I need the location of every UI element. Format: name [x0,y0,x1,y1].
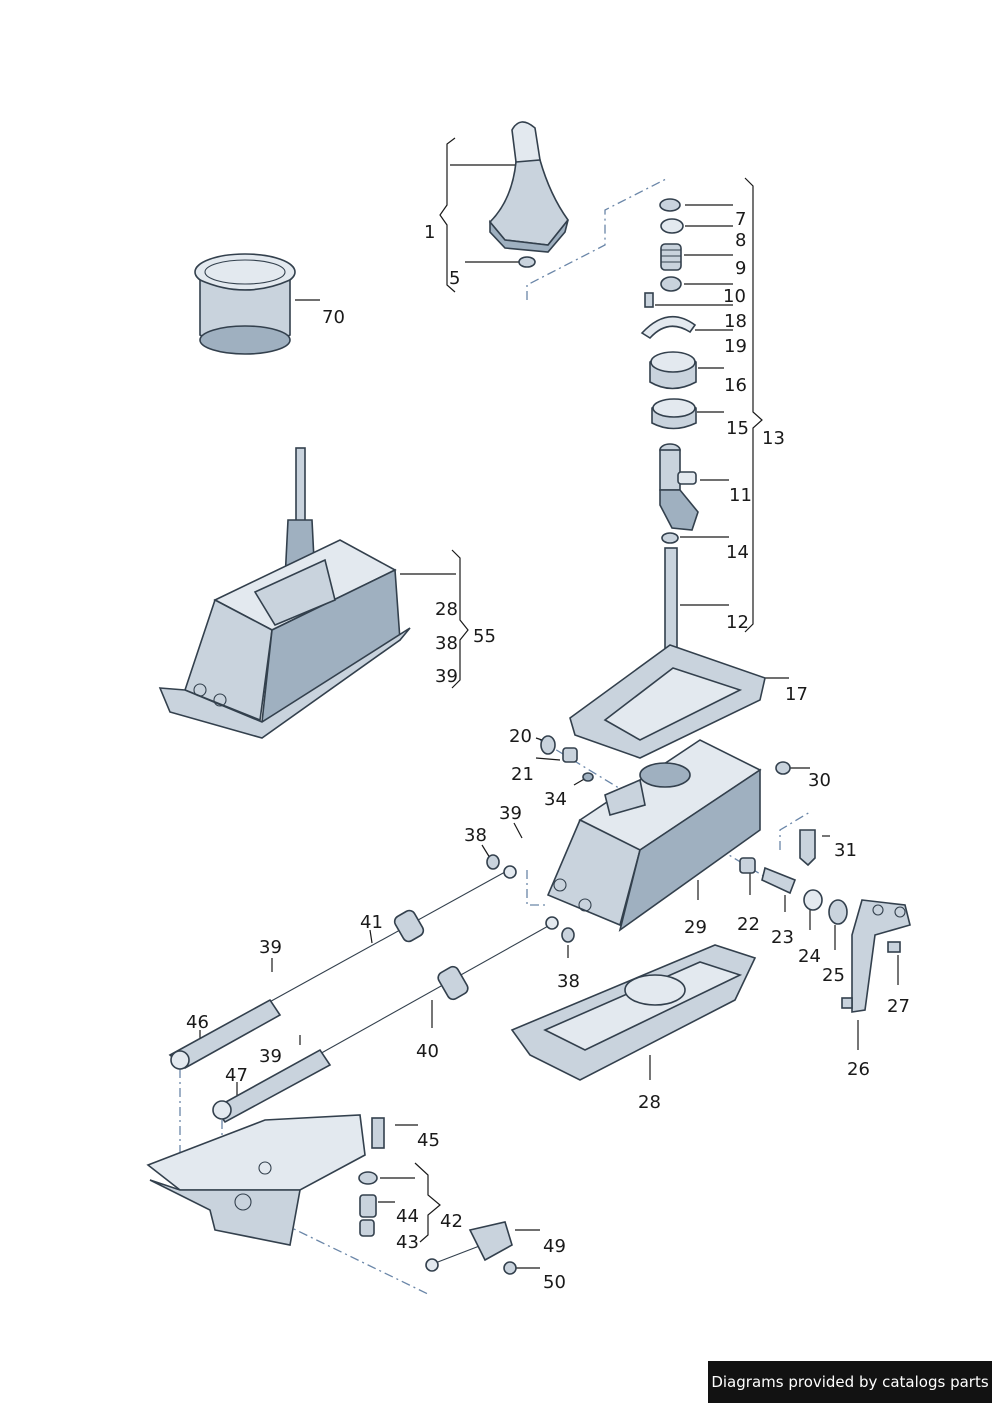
label-55: 55 [473,626,496,647]
label-23: 23 [771,927,794,948]
label-39-left: 39 [259,937,282,958]
parts-7-10-small [644,198,684,308]
label-12: 12 [726,612,749,633]
parts-22-27-lever [739,857,911,1013]
label-29: 29 [684,917,707,938]
label-16: 16 [724,375,747,396]
callout-labels: 1 5 7 8 9 10 18 19 16 15 13 11 14 12 17 … [186,209,910,1293]
part-28-base-plate [510,944,757,1081]
label-5: 5 [449,268,460,289]
label-10: 10 [723,286,746,307]
label-24: 24 [798,946,821,967]
footer-credit: Diagrams provided by catalogs parts [708,1361,992,1403]
label-40: 40 [416,1041,439,1062]
label-8: 8 [735,230,746,251]
part-55-shift-housing-upper [158,447,411,739]
label-11: 11 [729,485,752,506]
label-42: 42 [440,1211,463,1232]
parts-20-34-small [540,735,816,867]
label-45: 45 [417,1130,440,1151]
leader-lines [199,137,899,1269]
part-1-shift-knob [488,121,570,268]
label-28-lower: 28 [638,1092,661,1113]
part-49-50-linkage [425,1221,517,1275]
cables-40-41 [168,854,575,1124]
label-18: 18 [724,311,747,332]
label-7: 7 [735,209,746,230]
label-46: 46 [186,1012,209,1033]
part-70-boot [194,253,296,355]
label-15: 15 [726,418,749,439]
label-70: 70 [322,307,345,328]
label-17: 17 [785,684,808,705]
label-49: 49 [543,1236,566,1257]
label-34: 34 [544,789,567,810]
label-31: 31 [834,840,857,861]
part-42-bracket [146,1114,385,1246]
label-1: 1 [424,222,435,243]
parts-15-19-rings [640,315,697,430]
label-39-upper: 39 [435,666,458,687]
label-25: 25 [822,965,845,986]
label-38-upper: 38 [435,633,458,654]
label-19: 19 [724,336,747,357]
label-9: 9 [735,258,746,279]
label-13: 13 [762,428,785,449]
label-26: 26 [847,1059,870,1080]
label-14: 14 [726,542,749,563]
label-38-right: 38 [557,971,580,992]
label-43: 43 [396,1232,419,1253]
label-50: 50 [543,1272,566,1293]
label-41: 41 [360,912,383,933]
label-27: 27 [887,996,910,1017]
label-39-mid: 39 [499,803,522,824]
part-17-gasket [569,644,766,759]
label-22: 22 [737,914,760,935]
label-20: 20 [509,726,532,747]
label-30: 30 [808,770,831,791]
label-39-lower: 39 [259,1046,282,1067]
label-28-upper: 28 [435,599,458,620]
part-11-selector [659,443,699,544]
part-29-shift-housing [546,739,762,932]
label-44: 44 [396,1206,419,1227]
label-38-mid: 38 [464,825,487,846]
label-47: 47 [225,1065,248,1086]
label-21: 21 [511,764,534,785]
